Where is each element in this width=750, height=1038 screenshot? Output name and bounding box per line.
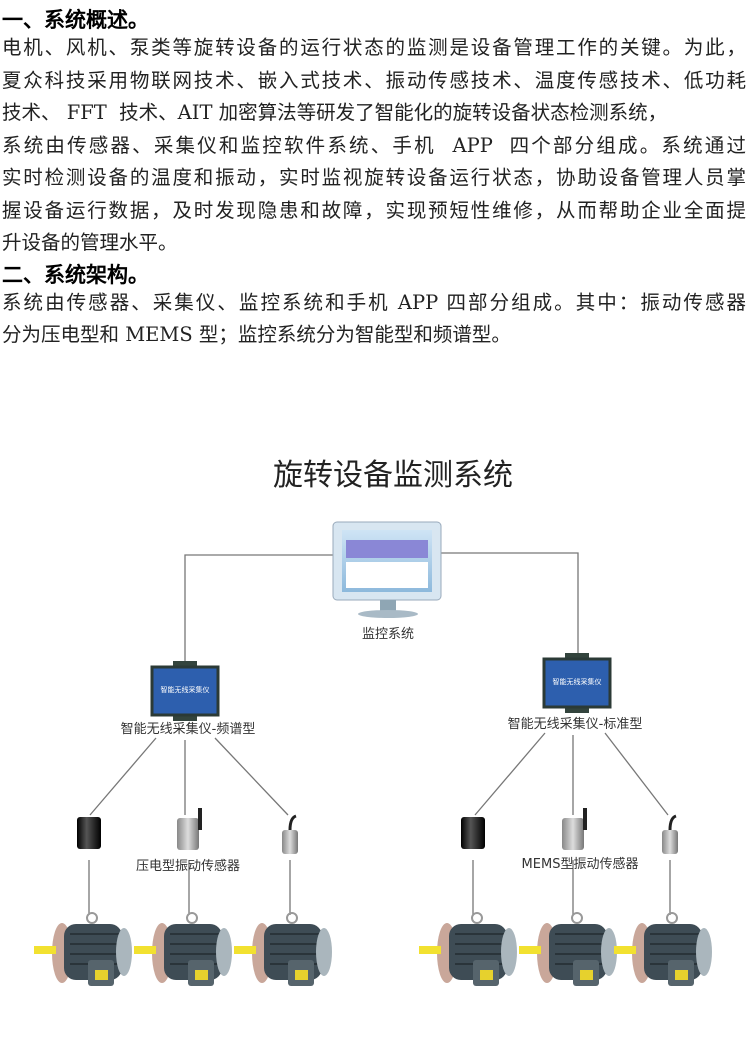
- sensor-left-label: 压电型振动传感器: [136, 858, 240, 874]
- collector-device-left: 智能无线采集仪: [150, 659, 220, 723]
- sensor-icon: [177, 818, 199, 850]
- sensor-icon: [282, 830, 298, 854]
- sensor-right-label: MEMS型振动传感器: [522, 856, 639, 872]
- paragraph-line: 升设备的管理水平。: [2, 231, 178, 254]
- motor-icon: [418, 912, 518, 987]
- sensor-icon: [77, 817, 101, 849]
- sensor-icon: [562, 818, 584, 850]
- paragraph-line: 分为压电型和 MEMS 型；监控系统分为智能型和频谱型。: [2, 323, 511, 346]
- collector-right-label: 智能无线采集仪-标准型: [508, 716, 643, 732]
- collector-device-right: 智能无线采集仪: [542, 651, 612, 715]
- paragraph-line: 握设备运行数据，及时发现隐患和故障，实现预短性维修，从而帮助企业全面提: [2, 199, 746, 222]
- motor-icons: [33, 912, 713, 987]
- motor-icon: [133, 912, 233, 987]
- paragraph-line: 夏众科技采用物联网技术、嵌入式技术、振动传感技术、温度传感技术、低功耗: [2, 69, 746, 92]
- monitor-label: 监控系统: [362, 627, 414, 642]
- paragraph-line: 技术、 FFT 技术、AIT 加密算法等研发了智能化的旋转设备状态检测系统，: [2, 101, 668, 124]
- paragraph-line: 系统由传感器、采集仪、监控系统和手机 APP 四部分组成。其中：振动传感器: [2, 291, 746, 314]
- motor-icon: [518, 912, 618, 987]
- paragraph-line: 电机、风机、泵类等旋转设备的运行状态的监测是设备管理工作的关键。为此，: [2, 36, 746, 59]
- monitor-icon: [332, 521, 442, 618]
- sensor-icon: [461, 817, 485, 849]
- section-2-heading: 二、系统架构。: [2, 263, 149, 287]
- paragraph-line: 系统由传感器、采集仪和监控软件系统、手机 APP 四个部分组成。系统通过: [2, 134, 746, 157]
- connection-lines: [88, 552, 671, 915]
- motor-icon: [613, 912, 713, 987]
- collector-left-label: 智能无线采集仪-频谱型: [121, 721, 256, 737]
- section-1-heading: 一、系统概述。: [2, 8, 149, 32]
- paragraph-line: 实时检测设备的温度和振动，实时监视旋转设备运行状态，协助设备管理人员掌: [2, 166, 746, 189]
- sensor-icons: [77, 808, 678, 854]
- sensor-icon: [662, 830, 678, 854]
- svg-text:智能无线采集仪: 智能无线采集仪: [161, 685, 210, 694]
- svg-text:智能无线采集仪: 智能无线采集仪: [553, 677, 602, 686]
- diagram-title: 旋转设备监测系统: [273, 458, 513, 493]
- motor-icon: [33, 912, 133, 987]
- motor-icon: [233, 912, 333, 987]
